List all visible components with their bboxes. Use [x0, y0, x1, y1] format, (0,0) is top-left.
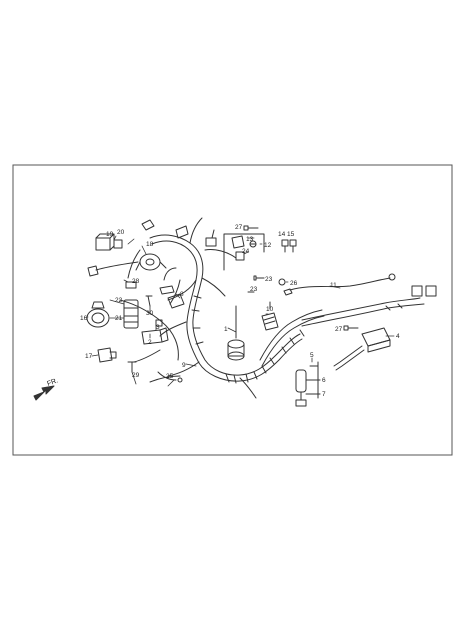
callout-17: 17: [85, 353, 93, 360]
callout-12: 12: [264, 242, 272, 249]
part-8-bracket: [167, 293, 185, 309]
callout-15: 15: [287, 231, 295, 238]
part-12-13-24-cluster: [223, 233, 265, 271]
part-10-coupler: [261, 301, 279, 331]
main-harness: [119, 217, 325, 399]
part-16-horn: [86, 301, 110, 328]
callout-1: 1: [224, 326, 228, 333]
callout-20: 20: [117, 229, 125, 236]
connector-upper-left: [87, 219, 155, 277]
callout-2: 2: [148, 339, 152, 346]
part-20-clip: [113, 239, 123, 249]
callout-26: 26: [290, 280, 298, 287]
callout-28: 28: [132, 278, 140, 285]
callout-7: 7: [322, 391, 326, 398]
callout-5: 5: [310, 352, 314, 359]
cable-right: [301, 285, 437, 327]
harness-tape-wraps: [191, 295, 305, 384]
part-14-15-screws: [281, 239, 297, 253]
front-arrow-icon: [33, 385, 55, 401]
callout-24: 24: [242, 248, 250, 255]
part-1-sensor: [227, 305, 245, 361]
top-connectors: [175, 225, 217, 247]
callout-18: 18: [146, 241, 154, 248]
part-18-flasher: [135, 253, 167, 271]
callout-13: 13: [246, 236, 254, 243]
callout-14: 14: [278, 231, 286, 238]
small-parts: [125, 267, 183, 383]
part-27-bolts: [243, 225, 359, 331]
callout-8: 8: [180, 291, 184, 298]
callout-4: 4: [396, 333, 400, 340]
part-2-relay-block: [141, 327, 169, 345]
callout-labels: 1 2 3 4 5 6 7 8 9 10 11 12 13 14 15 16 1…: [80, 224, 400, 398]
part-21-regulator: [123, 299, 139, 329]
direction-label: FR.: [46, 377, 59, 387]
callout-19: 19: [106, 231, 114, 238]
cable-11: [283, 273, 396, 296]
callout-11: 11: [330, 282, 337, 289]
callout-16: 16: [80, 315, 88, 322]
callout-22: 22: [115, 297, 123, 304]
part-17-switch: [97, 347, 117, 363]
diagram-frame: [12, 164, 453, 456]
callout-30: 30: [146, 310, 154, 317]
callout-23b: 23: [250, 286, 258, 293]
callout-3: 3: [156, 324, 160, 331]
callout-10: 10: [266, 306, 274, 313]
leader-lines: [86, 235, 395, 395]
callout-21: 21: [115, 315, 123, 322]
callout-9: 9: [182, 362, 186, 369]
callout-27a: 27: [235, 224, 243, 231]
part-4-ignition-coil: [333, 327, 391, 371]
callout-25: 25: [166, 373, 174, 380]
callout-29: 29: [132, 372, 140, 379]
part-3-clip: [155, 319, 163, 327]
part-5-plug-cap: [295, 361, 321, 407]
callout-27b: 27: [335, 326, 343, 333]
callout-23a: 23: [265, 276, 273, 283]
callout-6: 6: [322, 377, 326, 384]
